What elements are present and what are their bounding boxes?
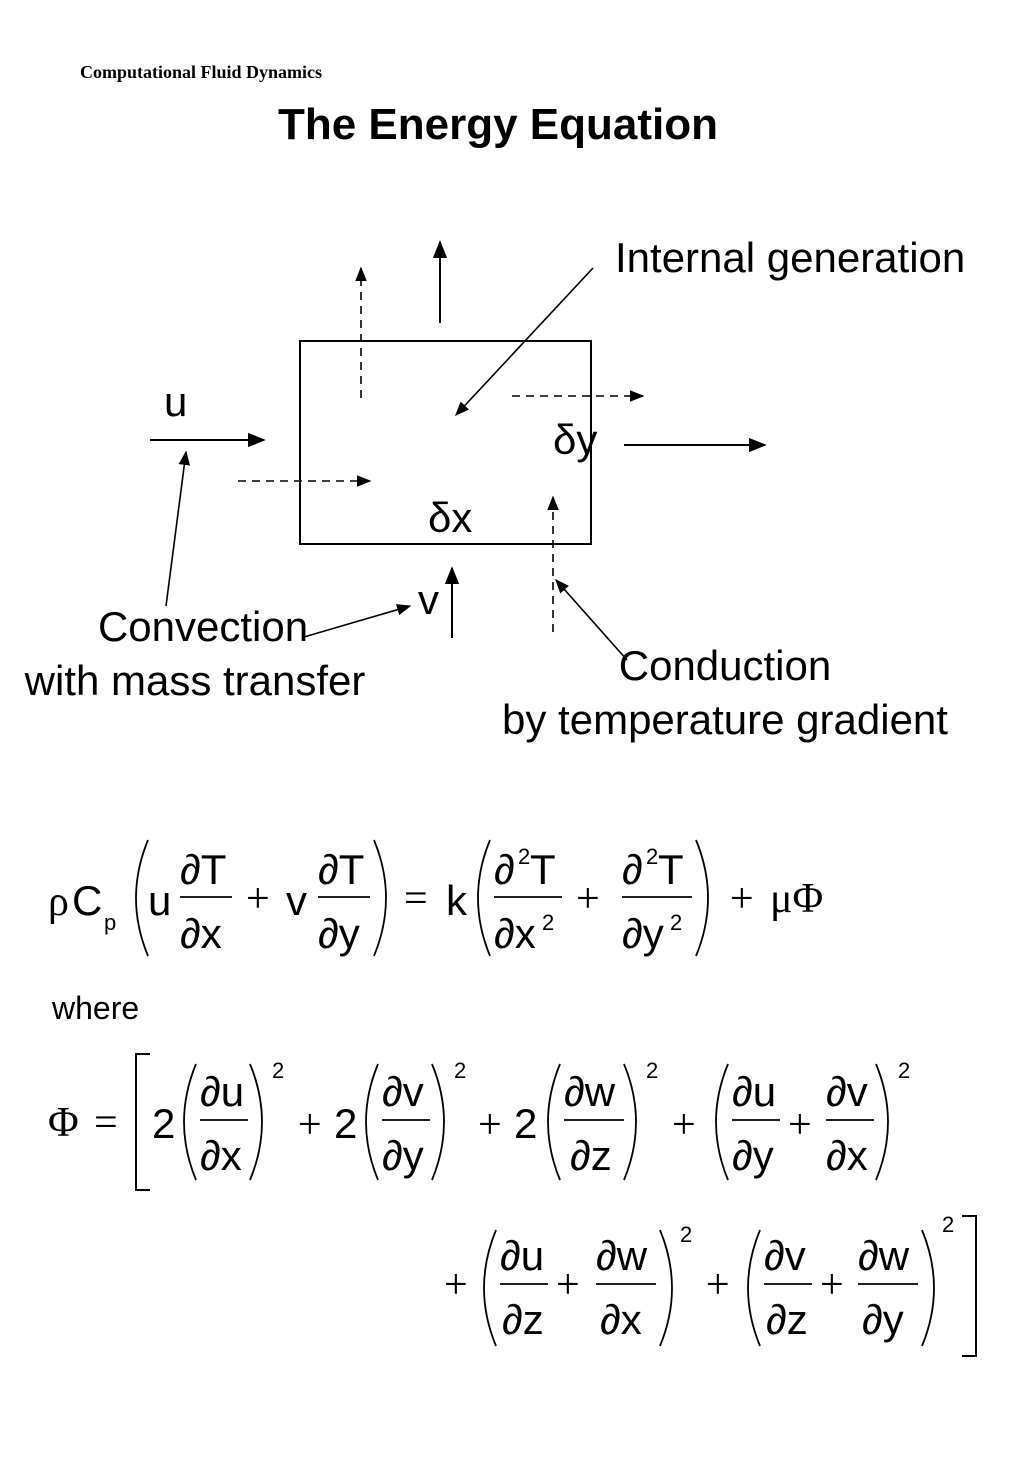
- svg-text:∂T: ∂T: [180, 846, 226, 893]
- svg-text:T: T: [530, 846, 556, 893]
- svg-text:∂y: ∂y: [862, 1296, 904, 1343]
- svg-text:∂y: ∂y: [732, 1132, 774, 1179]
- svg-text:∂w: ∂w: [564, 1068, 616, 1115]
- svg-text:Φ: Φ: [48, 1100, 79, 1146]
- svg-text:=: =: [404, 876, 428, 922]
- svg-text:+: +: [556, 1262, 580, 1308]
- label-delta-y: δy: [553, 416, 598, 463]
- svg-text:2: 2: [942, 1212, 954, 1237]
- control-volume-box: [299, 340, 592, 545]
- conduction-pointer: [555, 578, 628, 661]
- internal-generation-pointer: [455, 267, 594, 417]
- svg-text:=: =: [94, 1100, 118, 1146]
- where-label: where: [52, 990, 140, 1026]
- svg-text:2: 2: [334, 1100, 357, 1147]
- convection-pointer-u: [165, 450, 191, 607]
- svg-text:+: +: [576, 876, 600, 922]
- svg-text:+: +: [246, 876, 270, 922]
- svg-text:+: +: [672, 1102, 696, 1148]
- svg-text:v: v: [286, 877, 307, 924]
- internal-generation-label: Internal generation: [615, 234, 966, 281]
- svg-text:∂x: ∂x: [200, 1132, 242, 1179]
- label-u: u: [164, 378, 188, 425]
- svg-text:∂x: ∂x: [600, 1296, 642, 1343]
- svg-text:2: 2: [898, 1058, 910, 1083]
- svg-text:∂u: ∂u: [200, 1068, 244, 1115]
- page-title: The Energy Equation: [277, 100, 719, 149]
- svg-text:k: k: [446, 877, 468, 924]
- label-v: v: [418, 576, 439, 623]
- convection-label-line1: Convection: [97, 603, 309, 650]
- svg-text:+: +: [444, 1262, 468, 1308]
- conduction-label-line2: by temperature gradient: [502, 696, 948, 743]
- svg-text:p: p: [104, 910, 116, 935]
- control-volume-diagram: [150, 240, 767, 661]
- svg-text:2: 2: [670, 910, 682, 935]
- svg-text:∂y: ∂y: [622, 910, 664, 957]
- convection-label-line2: with mass transfer: [24, 657, 366, 704]
- convection-pointer-v: [303, 604, 412, 638]
- svg-text:∂: ∂: [622, 846, 643, 893]
- svg-text:2: 2: [454, 1058, 466, 1083]
- svg-text:∂x: ∂x: [180, 910, 222, 957]
- svg-text:∂x: ∂x: [826, 1132, 868, 1179]
- svg-text:2: 2: [152, 1100, 175, 1147]
- svg-text:∂v: ∂v: [826, 1068, 868, 1115]
- svg-text:ρ: ρ: [48, 879, 69, 925]
- svg-text:∂u: ∂u: [500, 1232, 544, 1279]
- svg-text:∂w: ∂w: [858, 1232, 910, 1279]
- svg-text:+: +: [706, 1262, 730, 1308]
- svg-text:∂z: ∂z: [570, 1132, 612, 1179]
- svg-text:+: +: [298, 1102, 322, 1148]
- svg-text:C: C: [72, 877, 102, 924]
- header-text: Computational Fluid Dynamics: [80, 62, 323, 82]
- svg-text:+: +: [788, 1102, 812, 1148]
- svg-text:T: T: [658, 846, 684, 893]
- svg-text:∂z: ∂z: [766, 1296, 808, 1343]
- svg-text:+: +: [820, 1262, 844, 1308]
- svg-text:∂u: ∂u: [732, 1068, 776, 1115]
- svg-text:∂z: ∂z: [502, 1296, 544, 1343]
- svg-text:2: 2: [514, 1100, 537, 1147]
- svg-text:μΦ: μΦ: [770, 876, 823, 922]
- svg-text:∂T: ∂T: [318, 846, 364, 893]
- svg-text:2: 2: [646, 844, 658, 869]
- svg-text:2: 2: [680, 1222, 692, 1247]
- svg-text:∂v: ∂v: [382, 1068, 424, 1115]
- svg-text:2: 2: [272, 1058, 284, 1083]
- svg-text:∂x: ∂x: [494, 910, 536, 957]
- svg-text:∂y: ∂y: [382, 1132, 424, 1179]
- svg-text:∂: ∂: [494, 846, 515, 893]
- svg-text:2: 2: [542, 910, 554, 935]
- conduction-label-line1: Conduction: [618, 642, 832, 689]
- svg-text:u: u: [148, 877, 171, 924]
- svg-text:+: +: [478, 1102, 502, 1148]
- svg-text:∂w: ∂w: [596, 1232, 648, 1279]
- label-delta-x: δx: [428, 494, 473, 541]
- svg-text:2: 2: [646, 1058, 658, 1083]
- svg-text:∂y: ∂y: [318, 910, 360, 957]
- dissipation-function-equation: Φ = 2 ∂u ∂x 2 +2 ∂v ∂y 2 +2 ∂w ∂z 2 + ∂u ∂y +…: [48, 1053, 977, 1357]
- svg-text:+: +: [730, 876, 754, 922]
- svg-text:∂v: ∂v: [764, 1232, 806, 1279]
- svg-text:2: 2: [518, 844, 530, 869]
